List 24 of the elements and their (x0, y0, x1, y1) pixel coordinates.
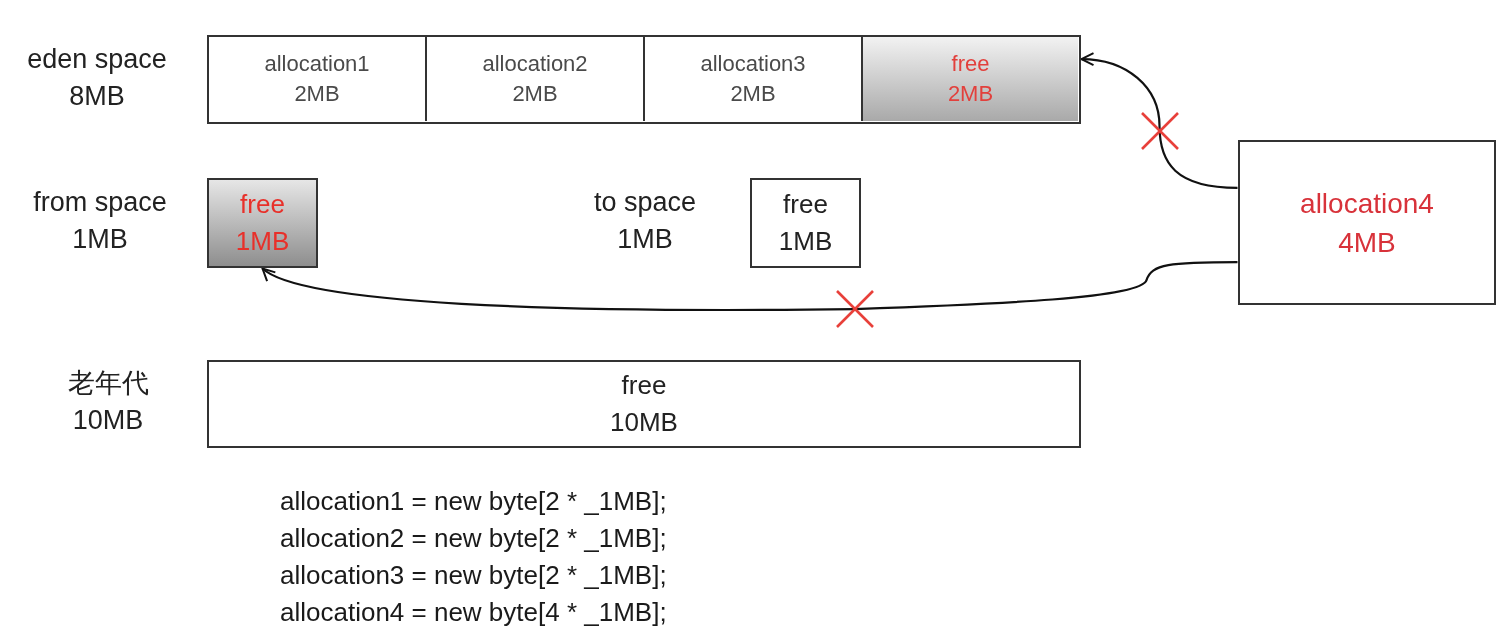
memory-block (1238, 140, 1496, 305)
memory-block (750, 178, 861, 268)
memory-block (207, 360, 1081, 448)
curved-arrow (1080, 52, 1238, 189)
block-label: free 10MB (610, 369, 678, 439)
memory-strip (207, 35, 1081, 124)
block-label: allocation4 4MB (1300, 186, 1434, 260)
space-label: eden space 8MB (26, 43, 168, 113)
code-line: allocation3 = new byte[2 * _1MB]; (280, 559, 667, 592)
space-label: to space 1MB (592, 186, 698, 256)
block-label: free 1MB (235, 188, 290, 258)
curved-arrow (261, 261, 1238, 312)
block-label: allocation3 2MB (700, 50, 806, 108)
memory-block (207, 178, 318, 268)
memory-block (863, 37, 1078, 121)
block-label: allocation1 2MB (264, 50, 370, 108)
code-line: allocation4 = new byte[4 * _1MB]; (280, 596, 667, 629)
block-label: allocation2 2MB (482, 50, 588, 108)
block-label: free 1MB (778, 188, 833, 258)
space-label: 老年代 10MB (66, 367, 150, 437)
space-label: from space 1MB (32, 186, 168, 256)
code-line: allocation1 = new byte[2 * _1MB]; (280, 485, 667, 518)
block-label: free 2MB (947, 50, 994, 108)
code-line: allocation2 = new byte[2 * _1MB]; (280, 522, 667, 555)
